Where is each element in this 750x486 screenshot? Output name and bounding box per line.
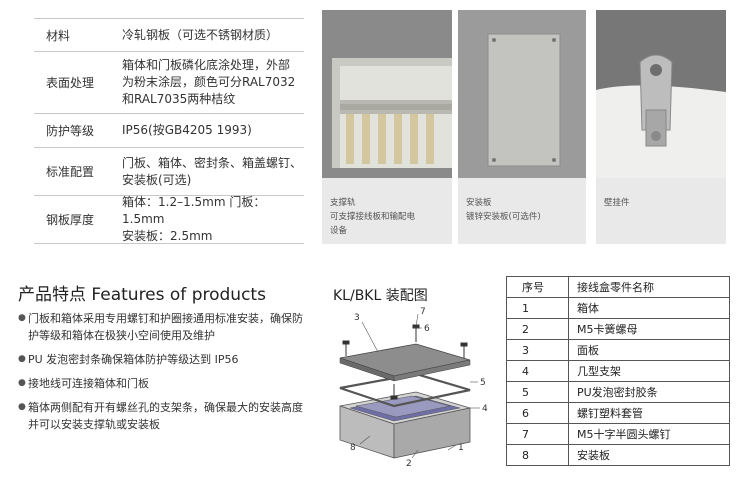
mounting-plate-caption: 安装板 镀锌安装板(可选件) bbox=[466, 198, 541, 222]
mounting-plate-card: 安装板 镀锌安装板(可选件) bbox=[458, 10, 586, 244]
support-rail-photo bbox=[322, 10, 452, 178]
spec-value: 箱体和门板磷化底涂处理，外部 为粉末涂层，颜色可分RAL7032 和RAL703… bbox=[122, 58, 296, 106]
feature-text: PU 发泡密封条确保箱体防护等级达到 IP56 bbox=[28, 353, 239, 366]
parts-table: 序号 接线盒零件名称 1 箱体 2 M5卡簧螺母 3 面板 4 几型支架 5 P… bbox=[506, 276, 730, 466]
parts-header-row: 序号 接线盒零件名称 bbox=[506, 276, 730, 298]
screws-part bbox=[342, 324, 468, 400]
feature-item: ● 箱体两侧配有开有螺丝孔的支架条，确保最大的安装高度并可以安装支撑轨或安装板 bbox=[18, 399, 308, 433]
part-name: 螺钉塑料套管 bbox=[568, 402, 730, 424]
spec-label: 防护等级 bbox=[46, 124, 95, 138]
part-number: 2 bbox=[506, 318, 569, 340]
table-row: 7 M5十字半圆头螺钉 bbox=[506, 423, 730, 445]
parts-header-number: 序号 bbox=[506, 276, 569, 298]
part-number: 6 bbox=[506, 402, 569, 424]
diagram-label: 3 bbox=[354, 313, 360, 323]
bullet-icon: ● bbox=[18, 354, 26, 364]
part-name: 箱体 bbox=[568, 297, 730, 319]
bullet-icon: ● bbox=[18, 402, 26, 412]
wall-bracket-card: 壁挂件 bbox=[596, 10, 726, 244]
spec-row-standard: 标准配置 门板、箱体、密封条、箱盖螺钉、 安装板(可选) bbox=[34, 148, 304, 196]
feature-item: ● PU 发泡密封条确保箱体防护等级达到 IP56 bbox=[18, 351, 308, 368]
part-number: 3 bbox=[506, 339, 569, 361]
assembly-diagram-title: KL/BKL 装配图 bbox=[333, 288, 428, 304]
diagram-label: 2 bbox=[406, 459, 412, 469]
feature-item: ● 门板和箱体采用专用螺钉和护圈接通用标准安装，确保防护等级和箱体在极狭小空间使… bbox=[18, 310, 308, 344]
bullet-icon: ● bbox=[18, 313, 26, 323]
wall-bracket-photo bbox=[596, 10, 726, 178]
table-row: 1 箱体 bbox=[506, 297, 730, 319]
diagram-label: 6 bbox=[424, 324, 430, 334]
part-name: 安装板 bbox=[568, 444, 730, 466]
feature-text: 接地线可连接箱体和门板 bbox=[28, 377, 149, 390]
part-name: 面板 bbox=[568, 339, 730, 361]
support-rail-card: 支撑轨 可支撑接线板和输配电 设备 bbox=[322, 10, 452, 244]
cover-part bbox=[339, 343, 471, 382]
parts-header-name: 接线盒零件名称 bbox=[568, 276, 730, 298]
diagram-label: 8 bbox=[350, 443, 356, 453]
spec-label: 材料 bbox=[46, 28, 71, 43]
assembly-diagram: 3 7 6 5 4 8 2 1 bbox=[339, 307, 488, 469]
part-number: 5 bbox=[506, 381, 569, 403]
spec-row-thickness: 钢板厚度 箱体：1.2–1.5mm 门板：1.5mm 安装板：2.5mm bbox=[34, 195, 304, 244]
part-name: M5卡簧螺母 bbox=[568, 318, 730, 340]
spec-table: 材料 冷轧钢板（可选不锈钢材质） 表面处理 箱体和门板磷化底涂处理，外部 为粉末… bbox=[34, 18, 304, 244]
spec-value: 门板、箱体、密封条、箱盖螺钉、 安装板(可选) bbox=[122, 155, 303, 187]
table-row: 2 M5卡簧螺母 bbox=[506, 318, 730, 340]
table-row: 8 安装板 bbox=[506, 444, 730, 466]
table-row: 6 螺钉塑料套管 bbox=[506, 402, 730, 424]
features-list: ● 门板和箱体采用专用螺钉和护圈接通用标准安装，确保防护等级和箱体在极狭小空间使… bbox=[18, 310, 308, 440]
diagram-label: 4 bbox=[482, 404, 488, 414]
feature-item: ● 接地线可连接箱体和门板 bbox=[18, 375, 308, 392]
wall-bracket-caption: 壁挂件 bbox=[604, 198, 630, 208]
features-title: 产品特点 Features of products bbox=[18, 285, 266, 305]
diagram-label: 5 bbox=[480, 378, 486, 388]
part-number: 8 bbox=[506, 444, 569, 466]
part-number: 1 bbox=[506, 297, 569, 319]
part-name: PU发泡密封胶条 bbox=[568, 381, 730, 403]
diagram-label: 1 bbox=[458, 443, 464, 453]
feature-text: 门板和箱体采用专用螺钉和护圈接通用标准安装，确保防护等级和箱体在极狭小空间使用及… bbox=[28, 312, 303, 342]
part-name: M5十字半圆头螺钉 bbox=[568, 423, 730, 445]
part-name: 几型支架 bbox=[568, 360, 730, 382]
spec-label: 表面处理 bbox=[46, 76, 95, 90]
part-number: 4 bbox=[506, 360, 569, 382]
table-row: 5 PU发泡密封胶条 bbox=[506, 381, 730, 403]
spec-value: 箱体：1.2–1.5mm 门板：1.5mm 安装板：2.5mm bbox=[122, 195, 266, 243]
feature-text: 箱体两侧配有开有螺丝孔的支架条，确保最大的安装高度并可以安装支撑轨或安装板 bbox=[28, 401, 303, 431]
mounting-plate-photo bbox=[458, 10, 586, 178]
spec-label: 钢板厚度 bbox=[46, 213, 95, 227]
part-number: 7 bbox=[506, 423, 569, 445]
spec-row-surface: 表面处理 箱体和门板磷化底涂处理，外部 为粉末涂层，颜色可分RAL7032 和R… bbox=[34, 52, 304, 114]
table-row: 4 几型支架 bbox=[506, 360, 730, 382]
bullet-icon: ● bbox=[18, 378, 26, 388]
spec-row-material: 材料 冷轧钢板（可选不锈钢材质） bbox=[34, 18, 304, 52]
diagram-label: 7 bbox=[420, 307, 426, 317]
spec-value: 冷轧钢板（可选不锈钢材质） bbox=[122, 27, 279, 42]
spec-row-protection: 防护等级 IP56(按GB4205 1993) bbox=[34, 114, 304, 148]
spec-value: IP56(按GB4205 1993) bbox=[122, 123, 252, 137]
support-rail-caption: 支撑轨 可支撑接线板和输配电 设备 bbox=[330, 198, 416, 236]
table-row: 3 面板 bbox=[506, 339, 730, 361]
spec-label: 标准配置 bbox=[46, 165, 95, 179]
